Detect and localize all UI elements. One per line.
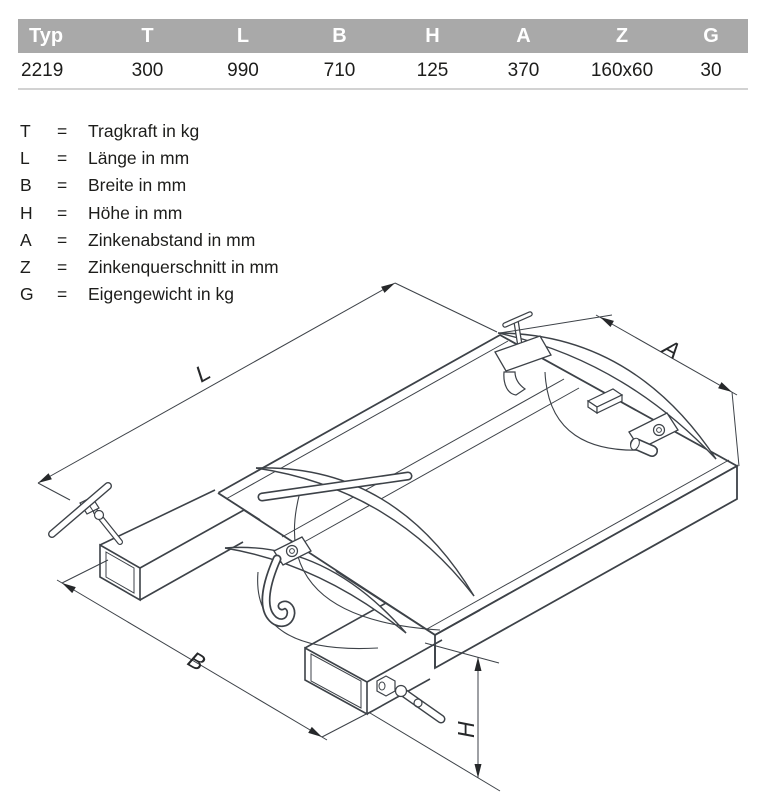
header-cell: L (236, 24, 250, 47)
legend-row: A = Zinkenabstand in mm (20, 227, 279, 254)
legend-symbol: Z (20, 257, 31, 278)
top-clamp-screw (494, 311, 552, 396)
value-cell: 300 (131, 59, 164, 81)
value-cell: 2219 (21, 59, 64, 81)
header-cell: A (516, 24, 531, 47)
dim-label-H: H (453, 721, 479, 738)
legend-row: G = Eigengewicht in kg (20, 281, 279, 308)
header-cell: B (332, 24, 347, 47)
header-cell: Typ (29, 24, 64, 47)
value-cell: 125 (416, 59, 449, 81)
t-handle-screw (48, 482, 123, 545)
value-cell: 30 (700, 59, 722, 81)
dim-label-L: L (191, 358, 215, 387)
legend-row: L = Länge in mm (20, 145, 279, 172)
tab-block (586, 388, 624, 415)
legend-eq: = (57, 202, 68, 223)
spec-table: Typ T L B H A Z G 2219 300 990 710 125 3… (18, 19, 748, 88)
value-cell: 370 (507, 59, 540, 81)
legend-row: T = Tragkraft in kg (20, 118, 279, 145)
legend-symbol: T (20, 121, 31, 141)
latch-cylinder (628, 412, 679, 457)
dimension-height: H (369, 642, 501, 792)
header-cell: G (703, 24, 719, 47)
legend-text: Länge in mm (88, 148, 190, 169)
curved-tine-front (224, 546, 407, 650)
legend-symbol: A (20, 229, 32, 250)
front-fork-pocket (304, 570, 481, 716)
legend-eq: = (57, 257, 68, 278)
dim-label-B: B (183, 646, 209, 676)
value-cell: 990 (227, 59, 259, 81)
hook-clamp (261, 536, 312, 628)
dim-label-A: A (657, 333, 685, 364)
legend-eq: = (57, 121, 68, 141)
legend-text: Zinkenabstand in mm (88, 229, 256, 250)
spec-table-header: Typ T L B H A Z G (18, 19, 748, 53)
legend-text: Zinkenquerschnitt in mm (88, 257, 279, 278)
legend-symbol: B (20, 175, 32, 196)
value-cell: 160x60 (590, 59, 654, 81)
legend-row: Z = Zinkenquerschnitt in mm (20, 254, 279, 281)
legend-symbol: L (20, 148, 30, 169)
legend-symbol: G (20, 284, 34, 305)
header-cell: H (425, 24, 440, 47)
legend-symbol: H (20, 202, 33, 223)
base-plate (216, 333, 739, 670)
legend-row: H = Höhe in mm (20, 200, 279, 227)
table-divider (18, 88, 748, 90)
bolt-pin (376, 675, 446, 724)
curved-tine-middle (255, 467, 475, 631)
spec-table-row: 2219 300 990 710 125 370 160x60 30 (18, 53, 748, 88)
header-cell: Z (615, 24, 629, 47)
legend-eq: = (57, 284, 68, 305)
legend: T = Tragkraft in kg L = Länge in mm B = Breite… (20, 118, 279, 308)
dimension-width: B (56, 559, 373, 741)
legend-text: Höhe in mm (88, 202, 183, 223)
legend-eq: = (57, 229, 68, 250)
header-cell: T (141, 24, 154, 47)
legend-eq: = (57, 148, 68, 169)
legend-eq: = (57, 175, 68, 196)
legend-text: Eigengewicht in kg (88, 284, 234, 305)
legend-row: B = Breite in mm (20, 172, 279, 199)
legend-text: Tragkraft in kg (88, 121, 200, 141)
legend-text: Breite in mm (88, 175, 187, 196)
value-cell: 710 (323, 59, 356, 81)
rear-fork-pocket (99, 489, 261, 602)
cross-rod (257, 471, 413, 502)
